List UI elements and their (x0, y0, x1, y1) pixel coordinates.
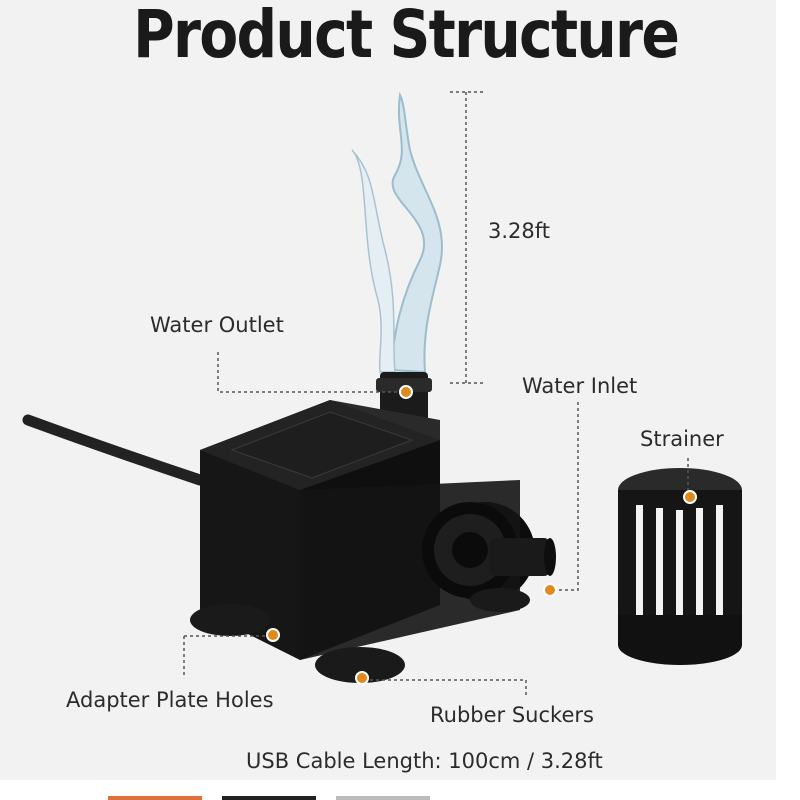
rubber-suckers-label: Rubber Suckers (430, 703, 594, 727)
height-label: 3.28ft (488, 219, 551, 243)
water-inlet-nozzle (490, 538, 550, 576)
pump-illustration (22, 91, 742, 695)
marker-water-outlet (399, 385, 413, 399)
page-title: Product Structure (133, 0, 680, 73)
strainer-cap (618, 468, 742, 665)
rubber-suckers (190, 588, 530, 683)
marker-water-inlet (543, 583, 557, 597)
leader-lines (183, 91, 689, 695)
usb-cable (22, 414, 206, 486)
cable-length-label: USB Cable Length: 100cm / 3.28ft (246, 749, 603, 773)
thumbnail-strip-3[interactable] (336, 796, 430, 800)
strainer-label: Strainer (640, 427, 724, 451)
product-image-canvas: Product Structure 3.28ft Water Outlet Wa… (0, 0, 776, 780)
marker-strainer (683, 490, 697, 504)
marker-dots (266, 385, 697, 685)
water-jet (351, 91, 443, 374)
water-outlet-label: Water Outlet (150, 313, 284, 337)
water-inlet-label: Water Inlet (522, 374, 638, 398)
adapter-plate-holes-label: Adapter Plate Holes (66, 688, 274, 712)
thumbnail-strip-2[interactable] (222, 796, 316, 800)
thumbnail-strip-1[interactable] (108, 796, 202, 800)
marker-adapter-plate-holes (266, 628, 280, 642)
marker-rubber-suckers (355, 671, 369, 685)
